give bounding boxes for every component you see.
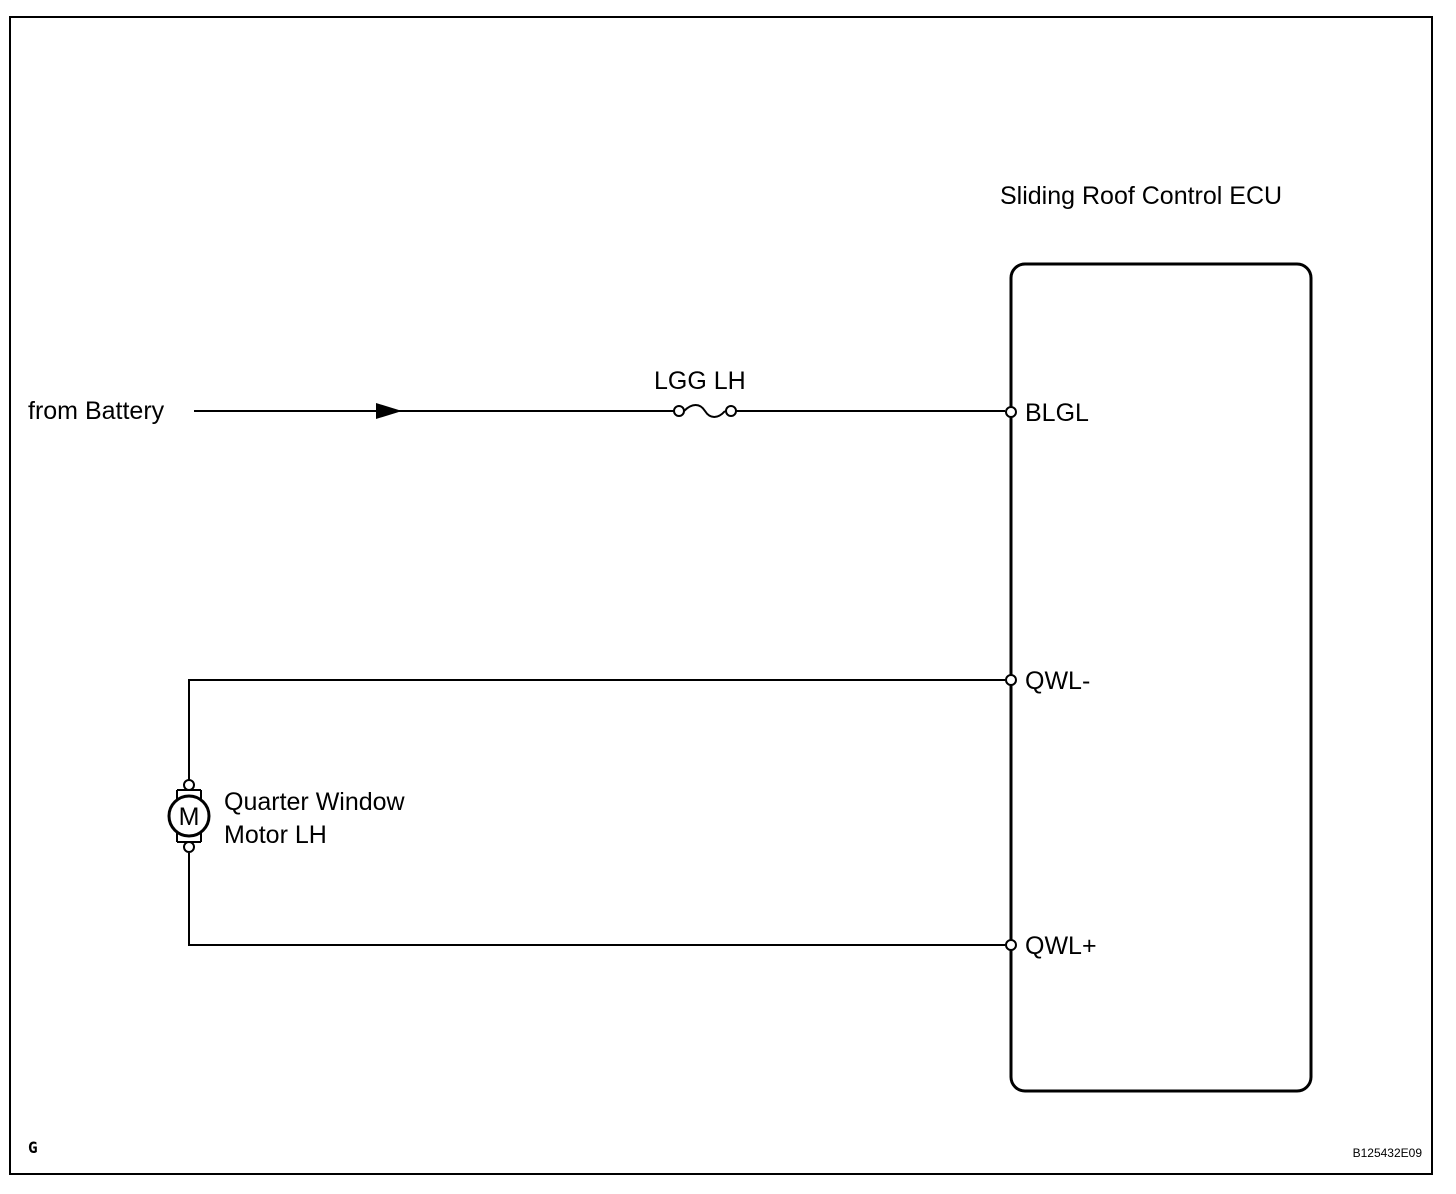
diagram-frame [9, 16, 1433, 1175]
current-direction-arrow-icon [376, 403, 402, 419]
qwl-minus-wire [188, 679, 1005, 780]
terminal-qwl-plus-pin-icon [1005, 939, 1017, 951]
terminal-qwl-plus-label: QWL+ [1025, 932, 1097, 960]
qwl-plus-wire [188, 853, 1005, 946]
battery-source-label: from Battery [28, 397, 165, 425]
motor-icon [167, 779, 211, 853]
terminal-qwl-minus-label: QWL- [1025, 667, 1090, 695]
motor-label-line1: Quarter Window [224, 788, 406, 816]
terminal-blgl-pin-icon [1005, 406, 1017, 418]
motor-symbol-letter: M [179, 803, 200, 831]
terminal-qwl-minus-pin-icon [1005, 674, 1017, 686]
fuse-icon [673, 404, 737, 418]
ecu-title: Sliding Roof Control ECU [1000, 182, 1282, 210]
terminal-blgl-label: BLGL [1025, 399, 1089, 427]
corner-letter: G [28, 1138, 38, 1157]
fuse-label: LGG LH [654, 367, 746, 395]
figure-id: B125432E09 [1353, 1146, 1423, 1160]
motor-label-line2: Motor LH [224, 821, 327, 849]
